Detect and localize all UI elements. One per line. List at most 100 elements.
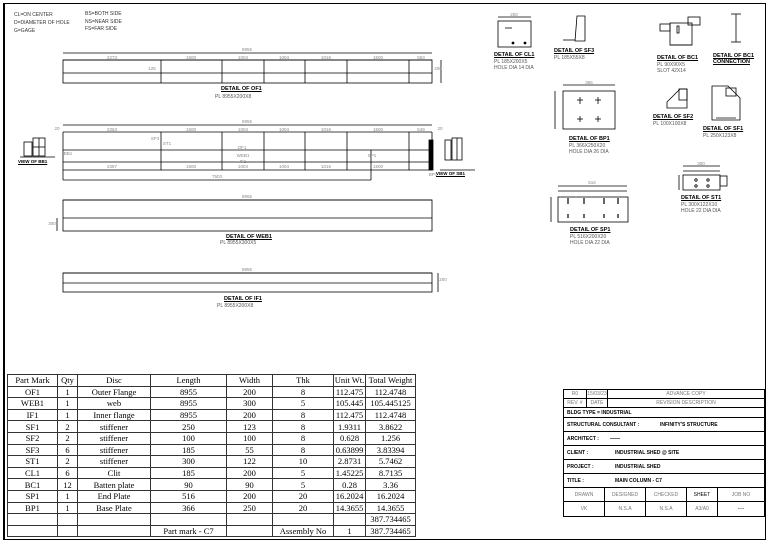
detail-bc1-connection-drawing: [731, 13, 741, 43]
table-cell: 12: [57, 478, 78, 491]
assembly-dim: 1004: [237, 127, 249, 132]
of1-dim: 1016: [320, 55, 332, 60]
table-cell: IF1: [7, 408, 58, 422]
sp1-dim: 516: [588, 180, 596, 185]
of1-dim: 1500: [372, 55, 384, 60]
table-cell: [272, 513, 334, 526]
cl1-spec: PL 185X200X5: [494, 59, 528, 65]
table-cell: 2: [57, 455, 78, 468]
table-cell: 90: [226, 478, 273, 491]
table-cell: Clit: [77, 466, 151, 480]
sf3-spec: PL 185X55X8: [554, 55, 585, 61]
title-value: MAIN COLUMN - C7: [615, 477, 662, 484]
sp1-title: DETAIL OF SP1: [570, 227, 611, 233]
bc1-spec: PL 90X90X5: [657, 62, 685, 68]
sp1-spec2: HOLE DIA 22 DIA: [570, 240, 610, 246]
designed-header: DESIGNED: [605, 488, 646, 501]
table-cell: WEB1: [7, 397, 58, 410]
sheet-border: [3, 3, 766, 540]
table-cell: 1: [57, 385, 78, 399]
part-label: BB1: [63, 151, 73, 156]
table-cell: 2: [57, 420, 78, 433]
assembly-drawing: [62, 124, 434, 181]
view-bb1-drawing: [20, 137, 55, 158]
drawn-value: VK: [564, 502, 605, 516]
bp1-spec2: HOLE DIA 26 DIA: [569, 149, 609, 155]
table-cell: 112.4748: [365, 385, 416, 399]
assembly-dim: 1016: [320, 164, 332, 169]
table-cell: 387.734465: [365, 524, 416, 538]
sf2-spec: PL 100X100X8: [653, 121, 687, 127]
assembly-end-dim: 20: [54, 126, 60, 131]
of1-side-dim: 125: [148, 66, 156, 71]
assembly-overall-dim: 8955: [241, 119, 253, 124]
job-no-header: JOB NO: [731, 491, 751, 498]
table-cell: 1.9311: [333, 420, 366, 433]
table-cell: 1: [57, 397, 78, 410]
table-cell: 250: [226, 501, 273, 515]
detail-sf2-drawing: [666, 88, 688, 109]
table-cell: 200: [226, 489, 273, 503]
table-cell: SP1: [7, 489, 58, 503]
building-type: BLDG TYPE = INDUSTRIAL: [567, 409, 632, 416]
part-label: WEB1: [236, 153, 250, 158]
table-cell: 1.45225: [333, 466, 366, 480]
table-cell: 200: [226, 408, 273, 422]
revision-no: R0: [564, 390, 587, 398]
table-cell: SF1: [7, 420, 58, 433]
table-cell: [150, 513, 227, 526]
sf1-spec: PL 250X123X8: [703, 133, 737, 139]
detail-bc1-drawing: [659, 16, 701, 46]
table-cell: Disc: [77, 374, 151, 387]
table-cell: [7, 513, 58, 526]
sheet-header: SHEET: [687, 488, 718, 501]
of1-dim: 553: [417, 55, 425, 60]
table-cell: 16.2024: [365, 489, 416, 503]
table-cell: 20: [272, 489, 334, 503]
checked-value: N.S.A: [646, 502, 687, 516]
project-label: PROJECT :: [567, 463, 594, 470]
drawn-header: DRAWN: [564, 488, 605, 501]
table-cell: BC1: [7, 478, 58, 491]
detail-sf3-drawing: [563, 15, 586, 42]
table-cell: 100: [226, 431, 273, 445]
table-cell: 1: [57, 501, 78, 515]
if1-overall-dim: 8955: [241, 267, 253, 272]
table-cell: 90: [150, 478, 227, 491]
client-value: INDUSTRIAL SHED @ SITE: [615, 449, 680, 456]
legend-fs: FS=FAR SIDE: [85, 26, 118, 32]
table-cell: 0.628: [333, 431, 366, 445]
table-cell: BP1: [7, 501, 58, 515]
if1-spec: PL 8955X200X8: [217, 303, 254, 309]
table-cell: 1.256: [365, 431, 416, 445]
architect-label: ARCHITECT :: [567, 435, 599, 442]
of1-dim: 1004: [237, 55, 249, 60]
table-cell: SF3: [7, 443, 58, 457]
table-cell: 112.4748: [365, 408, 416, 422]
table-cell: Total Weight: [365, 374, 416, 387]
legend-d: D=DIAMETER OF HOLE: [14, 20, 70, 26]
view-sb1-title: VIEW OF SB1: [436, 171, 466, 176]
table-cell: [226, 513, 273, 526]
part-label: IF1: [239, 159, 247, 164]
of1-dim: 1500: [185, 55, 197, 60]
bp1-spec: PL 366X250X20: [569, 143, 606, 149]
table-cell: Thk: [272, 374, 334, 387]
table-cell: 5: [272, 397, 334, 410]
view-bb1-title: VIEW OF BB1: [18, 159, 48, 164]
project-value: INDUSTRIAL SHED: [615, 463, 661, 470]
designed-value: N.S.A: [605, 502, 646, 516]
table-cell: 0.63899: [333, 443, 366, 457]
cl1-spec2: HOLE DIA 14 DIA: [494, 65, 534, 71]
revision-date: 15/03/23: [587, 390, 608, 398]
detail-cl1-drawing: [497, 16, 532, 48]
table-cell: 8: [272, 431, 334, 445]
sheet-value: A3/A0: [687, 502, 718, 516]
web1-drawing: [56, 199, 433, 232]
detail-sp1-drawing: [550, 185, 629, 223]
